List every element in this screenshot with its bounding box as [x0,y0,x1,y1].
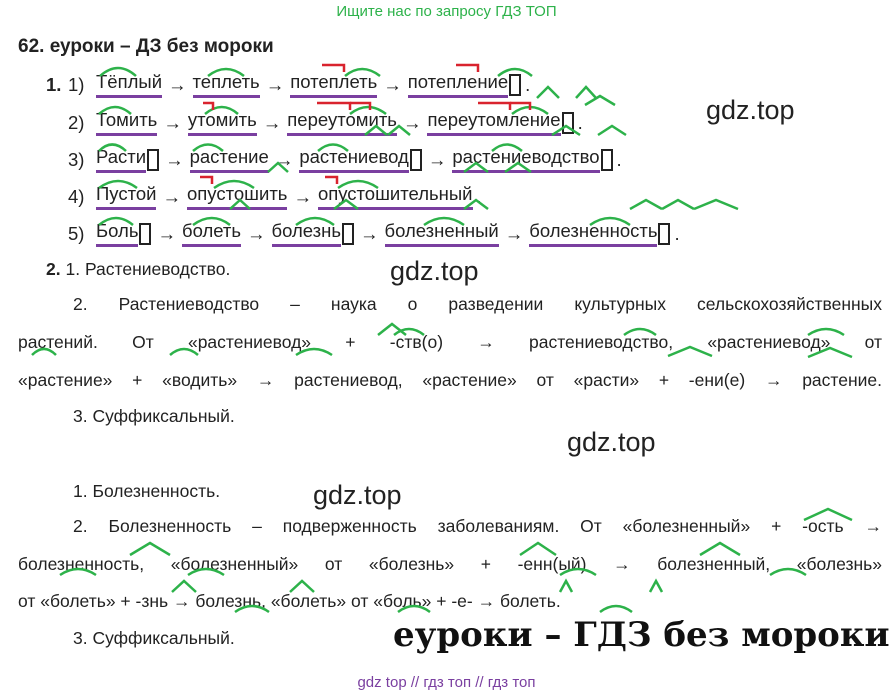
arrow: → [402,111,422,133]
answer-text: 1. Растениеводство. [65,259,231,279]
null-ending-box [409,148,422,171]
task1-row-2: 2) Томить → утомить → переутомить → пере… [46,109,583,136]
word: утомить [187,109,257,136]
row-label: 5) [68,222,85,244]
answer-text: 3. Суффиксальный. [73,406,235,426]
word: растениеводство [452,146,600,173]
null-ending-box [139,222,152,245]
row-label: 2) [68,111,85,133]
word: теплеть [192,71,260,98]
task1-number: 1. [46,73,62,95]
task1-row-1: 1. 1) Тёплый → теплеть → потеплеть → пот… [46,71,530,98]
task2-number: 2. [46,259,61,279]
null-ending-box [658,222,671,245]
word: болезненный [384,220,499,247]
word: Тёплый [96,71,163,98]
exercise-heading: 62. еуроки – ДЗ без мороки [18,36,274,57]
watermark: gdz.top [706,95,795,125]
row-label: 3) [68,148,85,170]
word: растение [189,146,269,173]
word: переутомление [427,109,561,136]
word: Пустой [96,183,157,210]
period: . [577,111,583,133]
arrow: → [265,73,285,95]
arrow: → [274,148,294,170]
task1-row-3: 3) Расти → растение → растениевод → раст… [46,146,622,173]
arrow: → [247,222,266,244]
word: потепление [407,71,509,98]
word: опустошить [186,183,288,210]
null-ending-box [509,73,522,96]
task2-paragraph-line: болезненность, «болезненный» от «болезнь… [18,554,882,574]
watermark: gdz.top [390,256,479,286]
row-label: 4) [68,185,85,207]
word: потеплеть [290,71,378,98]
answer-text: 3. Суффиксальный. [73,628,235,648]
brand-logo-text: еуроки – ГДЗ без мороки [393,615,890,655]
row-label: 1) [68,73,85,95]
answer-text: 1. Болезненность. [73,481,221,501]
task2-paragraph-line: 2. Болезненность – подверженность заболе… [73,516,882,536]
arrow: → [162,185,181,207]
word: опустошительный [317,183,473,210]
task2-paragraph-line: 2. Растениеводство – наука о разведении … [73,294,882,314]
arrow: → [168,73,187,95]
task2-line-1: 2. 1. Растениеводство. [46,259,230,280]
task1-row-4: 4) Пустой → опустошить → опустошительный… [46,183,482,210]
arrow: → [165,148,184,170]
period: . [476,185,482,207]
word: переутомить [287,109,397,136]
arrow: → [163,111,182,133]
task2-paragraph-line: от «болеть» + -знь → болезнь, «болеть» о… [18,591,561,611]
null-ending-box [147,148,160,171]
word: Боль [96,220,139,247]
task2-paragraph-line: растений. От «растениевод» + -ств(о) → р… [18,332,882,352]
arrow: → [427,148,447,170]
arrow: → [504,222,524,244]
watermark: gdz.top [313,480,402,510]
word: Расти [96,146,147,173]
null-ending-box [342,222,355,245]
watermark: gdz.top [567,427,656,457]
arrow: → [262,111,282,133]
arrow: → [157,222,176,244]
word: болезнь [271,220,342,247]
arrow: → [293,185,312,207]
arrow: → [383,73,402,95]
footer-links: gdz top // гдз топ // гдз топ [357,674,536,691]
word: болезненность [529,220,658,247]
word: болеть [181,220,242,247]
period: . [674,222,680,244]
word: Томить [96,109,158,136]
task2-paragraph-line: «растение» + «водить» → растениевод, «ра… [18,370,882,390]
task1-row-5: 5) Боль → болеть → болезнь → болезненный… [46,220,680,247]
period: . [616,148,622,170]
null-ending-box [561,111,574,134]
search-hint-banner: Ищите нас по запросу ГДЗ ТОП [336,3,557,20]
period: . [525,73,531,95]
arrow: → [360,222,379,244]
null-ending-box [600,148,613,171]
word: растениевод [299,146,409,173]
